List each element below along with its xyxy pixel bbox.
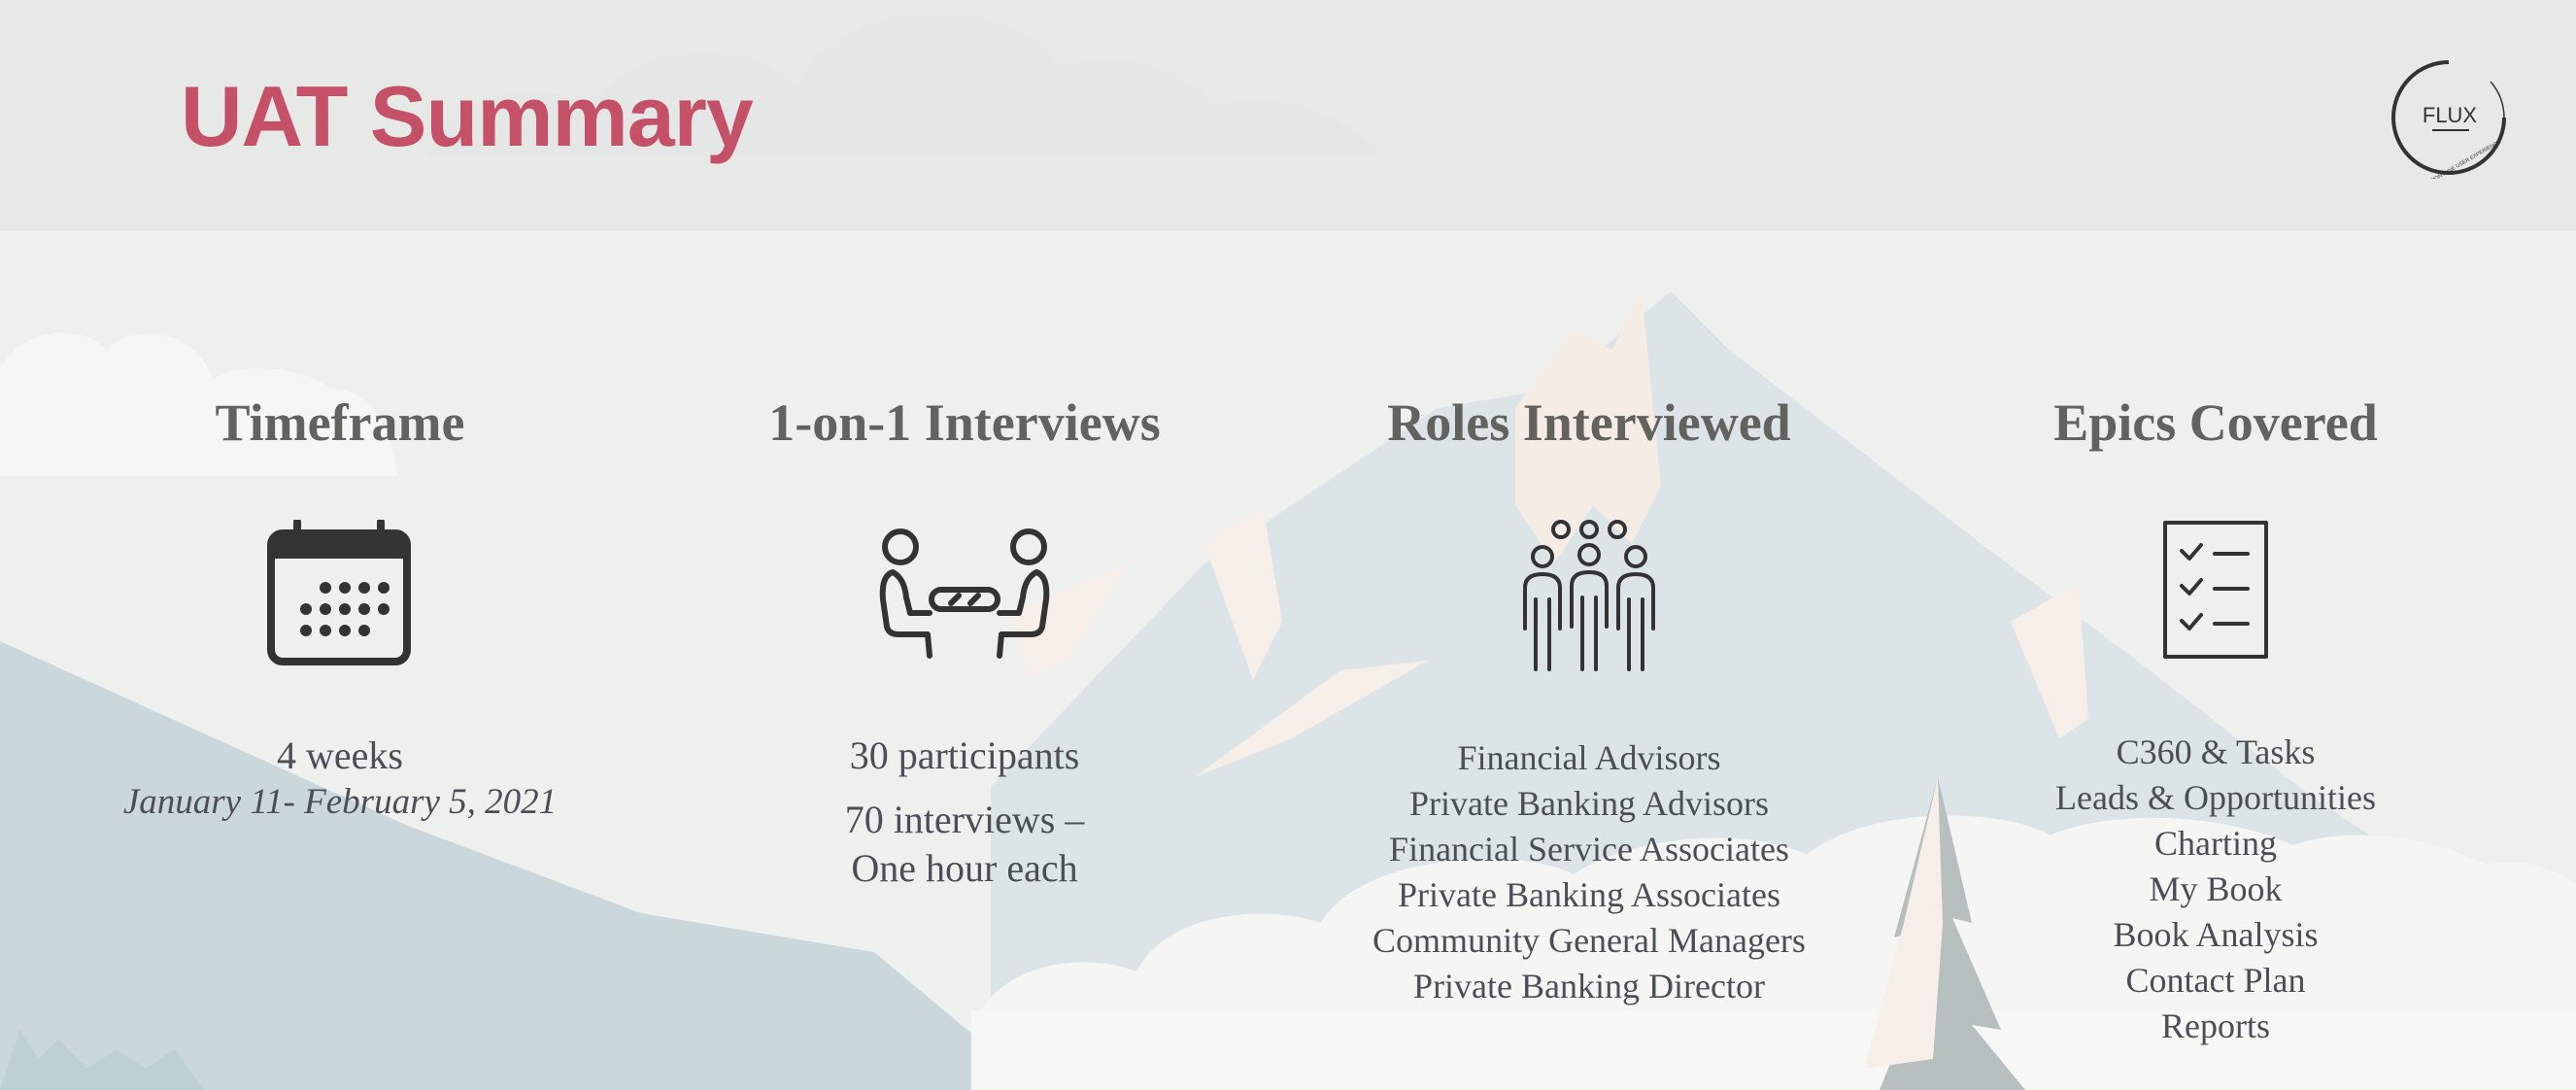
- checklist-icon: [2163, 521, 2268, 659]
- interviews-duration: One hour each: [851, 846, 1078, 890]
- role-item: Financial Advisors: [1457, 738, 1721, 777]
- timeframe-dates: January 11- February 5, 2021: [122, 782, 558, 822]
- epic-item: Leads & Opportunities: [2055, 778, 2376, 817]
- epics-section: Epics Covered C360 & Tasks Leads & Oppor…: [1905, 384, 2526, 1049]
- role-item: Private Banking Advisors: [1409, 784, 1769, 823]
- roles-section: Roles Interviewed Financial Advisors Pri…: [1278, 384, 1900, 1009]
- header-band: [0, 0, 2576, 231]
- role-item: Private Banking Associates: [1398, 875, 1780, 914]
- flux-logo: FLUX FRONTLINE USER EXPERIENCE: [2391, 60, 2506, 179]
- page-title: UAT Summary: [181, 68, 754, 164]
- group-icon: [1523, 520, 1655, 671]
- interviews-heading: 1-on-1 Interviews: [768, 393, 1161, 452]
- interviews-section: 1-on-1 Interviews 30 participants 70 int…: [654, 384, 1275, 893]
- interviews-participants: 30 participants: [849, 733, 1080, 777]
- calendar-icon: [267, 520, 411, 665]
- epic-item: Reports: [2161, 1006, 2270, 1045]
- logo-brand: FLUX: [2423, 103, 2478, 127]
- timeframe-heading: Timeframe: [215, 393, 465, 452]
- interviews-count: 70 interviews –: [844, 798, 1085, 841]
- epics-heading: Epics Covered: [2053, 393, 2378, 452]
- role-item: Financial Service Associates: [1389, 830, 1789, 869]
- role-item: Community General Managers: [1373, 921, 1806, 960]
- timeframe-duration: 4 weeks: [277, 733, 403, 777]
- epic-item: Book Analysis: [2113, 915, 2319, 954]
- timeframe-section: Timeframe 4 weeks January 11- February 5…: [29, 384, 651, 825]
- role-item: Private Banking Director: [1413, 967, 1765, 1005]
- epic-item: Charting: [2154, 824, 2277, 863]
- epic-item: My Book: [2149, 869, 2283, 908]
- epic-item: C360 & Tasks: [2116, 732, 2316, 771]
- interview-icon: [879, 528, 1050, 659]
- epic-item: Contact Plan: [2125, 961, 2306, 1000]
- roles-heading: Roles Interviewed: [1387, 393, 1791, 452]
